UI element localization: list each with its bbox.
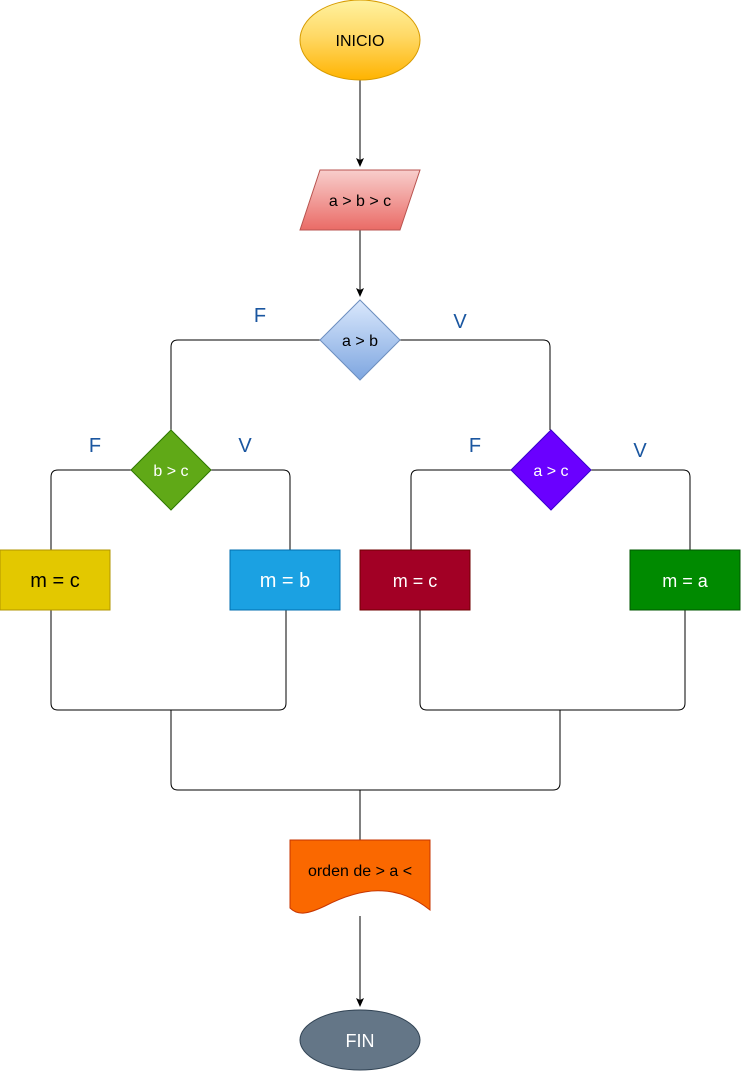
decision-left-label: b > c xyxy=(153,463,188,480)
input-shape xyxy=(299,169,421,231)
edge-left-true xyxy=(211,469,291,550)
branch-labels: F V F V F V xyxy=(89,305,647,462)
end-shape xyxy=(299,1009,421,1071)
decision-left-shape xyxy=(130,429,212,511)
process-m-a-label: m = a xyxy=(662,571,709,591)
start-label: INICIO xyxy=(336,33,385,50)
decision-main-node[interactable]: a > b xyxy=(319,299,401,381)
decision-main-label: a > b xyxy=(342,333,378,350)
label-main-true: V xyxy=(453,311,467,333)
decision-left-node[interactable]: b > c xyxy=(130,429,212,511)
edge-merge-all xyxy=(170,710,561,791)
edge-left-merge xyxy=(50,610,287,711)
process-m-c-left-label: m = c xyxy=(30,570,79,592)
edge-right-merge xyxy=(419,610,686,711)
label-main-false: F xyxy=(254,305,266,327)
process-m-c-right-shape xyxy=(359,549,471,611)
edge-main-true xyxy=(400,339,551,430)
process-m-c-right-label: m = c xyxy=(393,571,438,591)
label-left-false: F xyxy=(89,435,101,457)
edge-left-false xyxy=(50,469,131,550)
process-m-c-left-shape xyxy=(0,549,111,611)
process-m-a-shape xyxy=(629,549,741,611)
start-node[interactable]: INICIO xyxy=(299,0,421,81)
edge-right-false xyxy=(410,469,511,550)
edge-right-true xyxy=(591,469,691,550)
edges xyxy=(50,80,691,1007)
process-m-b-label: m = b xyxy=(260,570,311,592)
process-m-c-left-node[interactable]: m = c xyxy=(0,549,111,611)
process-m-c-right-node[interactable]: m = c xyxy=(359,549,471,611)
process-m-a-node[interactable]: m = a xyxy=(629,549,741,611)
decision-main-shape xyxy=(319,299,401,381)
decision-right-label: a > c xyxy=(533,463,568,480)
decision-right-shape xyxy=(510,429,592,511)
start-shape xyxy=(299,0,421,81)
edge-main-false xyxy=(170,339,320,430)
output-node[interactable]: orden de > a < xyxy=(289,839,431,914)
input-label: a > b > c xyxy=(329,193,391,210)
decision-right-node[interactable]: a > c xyxy=(510,429,592,511)
label-left-true: V xyxy=(238,435,252,457)
label-right-true: V xyxy=(633,440,647,462)
process-m-b-node[interactable]: m = b xyxy=(229,549,341,611)
process-m-b-shape xyxy=(229,549,341,611)
input-node[interactable]: a > b > c xyxy=(299,169,421,231)
end-label: FIN xyxy=(346,1031,375,1051)
end-node[interactable]: FIN xyxy=(299,1009,421,1071)
label-right-false: F xyxy=(469,435,481,457)
output-label: orden de > a < xyxy=(308,863,412,880)
output-shape xyxy=(289,839,431,914)
